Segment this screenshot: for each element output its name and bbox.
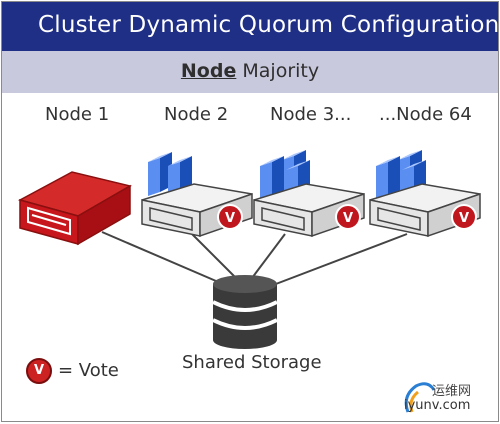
vote-badge-node-64: V <box>451 204 477 230</box>
server-tower-icon <box>376 150 426 204</box>
header-bar: Cluster Dynamic Quorum Configuration <box>2 2 498 51</box>
connection-lines <box>101 231 408 288</box>
watermark-bottom-text: iyunv.com <box>404 398 471 413</box>
server-tower-icon <box>148 152 192 200</box>
vote-legend-text: = Vote <box>58 360 119 381</box>
node-label-64: ...Node 64 <box>379 104 472 125</box>
shared-storage-label: Shared Storage <box>182 352 322 373</box>
vote-legend-badge: V <box>26 358 52 384</box>
connection-line-node-3 <box>251 233 286 279</box>
vote-badge-letter: V <box>225 211 235 226</box>
vote-badge-node-2: V <box>217 204 243 230</box>
connection-line-node-2 <box>191 233 237 279</box>
connection-line-node-1 <box>101 231 231 288</box>
diagram-title: Cluster Dynamic Quorum Configuration <box>38 12 499 38</box>
banner-bold-word: Node <box>180 60 237 82</box>
database-icon <box>212 275 278 349</box>
banner-rest: Majority <box>236 60 320 82</box>
vote-badge-node-3: V <box>335 204 361 230</box>
watermark-top-text: 运维网 <box>432 384 472 399</box>
node-label-3: Node 3... <box>270 104 352 125</box>
quorum-mode-banner: Node Majority <box>2 51 498 93</box>
server-node-1 <box>17 171 133 246</box>
vote-badge-letter: V <box>343 211 353 226</box>
node-label-2: Node 2 <box>164 104 229 125</box>
vote-badge-letter: V <box>459 211 469 226</box>
site-watermark: 运维网 iyunv.com <box>398 378 494 418</box>
watermark-logo-icon <box>404 382 436 413</box>
node-label-1: Node 1 <box>45 104 110 125</box>
connection-line-node-64 <box>267 233 408 288</box>
